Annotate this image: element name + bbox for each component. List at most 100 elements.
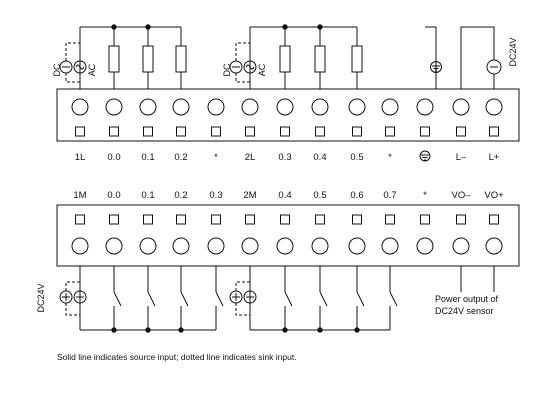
- top-terminal-label: L+: [489, 152, 500, 163]
- ground-connection: [425, 26, 442, 89]
- bottom-terminal-label: VO–: [451, 190, 471, 201]
- terminal-screw[interactable]: [241, 237, 259, 255]
- switch-icon: [215, 291, 224, 307]
- load-resistor-icon: [279, 45, 291, 73]
- switch-icon: [180, 291, 189, 307]
- terminal-indicator: [315, 126, 325, 137]
- switch-icon: [319, 291, 328, 307]
- terminal-indicator: [75, 214, 85, 225]
- bottom-terminal-label: 0.4: [278, 190, 291, 201]
- terminal-indicator: [176, 126, 186, 137]
- bottom-terminal-label: 2M: [243, 190, 256, 201]
- power-output-note-line: Power output of: [435, 294, 499, 304]
- bottom-terminal-label: 0.1: [141, 190, 154, 201]
- ground-icon: [430, 61, 442, 73]
- dc24v-label: DC24V: [36, 283, 46, 312]
- ac-source-icon: [243, 60, 257, 74]
- terminal-indicator: [352, 126, 362, 137]
- bottom-terminal-label: 0.3: [209, 190, 222, 201]
- top-terminal-label: 2L: [245, 152, 256, 163]
- ac-source-icon: [73, 60, 87, 74]
- bottom-terminal-label: 0.2: [174, 190, 187, 201]
- terminal-indicator: [385, 214, 395, 225]
- terminal-screw[interactable]: [172, 98, 190, 116]
- top-terminal-label: 0.3: [278, 152, 291, 163]
- terminal-indicator: [176, 214, 186, 225]
- terminal-screw[interactable]: [348, 237, 366, 255]
- terminal-screw[interactable]: [485, 98, 503, 116]
- terminal-screw[interactable]: [105, 237, 123, 255]
- bottom-terminal-label: 0.0: [107, 190, 120, 201]
- terminal-screw[interactable]: [241, 98, 259, 116]
- terminal-indicator: [385, 126, 395, 137]
- terminal-screw[interactable]: [276, 98, 294, 116]
- dc24v-label: DC24V: [508, 37, 518, 66]
- bottom-terminal-label: 0.7: [383, 190, 396, 201]
- top-terminal-block: [56, 88, 520, 142]
- terminal-screw[interactable]: [276, 237, 294, 255]
- terminal-indicator: [211, 214, 221, 225]
- load-resistor-icon: [314, 45, 326, 73]
- terminal-indicator: [143, 126, 153, 137]
- terminal-screw[interactable]: [452, 98, 470, 116]
- terminal-screw[interactable]: [311, 98, 329, 116]
- terminal-screw[interactable]: [172, 237, 190, 255]
- terminal-screw[interactable]: [348, 98, 366, 116]
- dc-source-icon: [229, 290, 243, 304]
- top-left-output-circuit: [59, 24, 187, 89]
- terminal-indicator: [211, 126, 221, 137]
- terminal-indicator: [315, 214, 325, 225]
- terminal-screw[interactable]: [207, 237, 225, 255]
- dc24v-supply-top: [460, 26, 502, 89]
- terminal-indicator: [280, 126, 290, 137]
- bottom-terminal-block: [56, 204, 520, 267]
- terminal-screw[interactable]: [485, 237, 503, 255]
- terminal-indicator: [456, 214, 466, 225]
- terminal-screw[interactable]: [416, 237, 434, 255]
- dc-label: DC: [222, 63, 232, 76]
- terminal-screw[interactable]: [105, 98, 123, 116]
- dc-source-icon: [486, 59, 502, 75]
- terminal-screw[interactable]: [139, 237, 157, 255]
- load-resistor-icon: [142, 45, 154, 73]
- terminal-screw[interactable]: [311, 237, 329, 255]
- terminal-screw[interactable]: [381, 237, 399, 255]
- bottom-middle-input-circuit: [229, 266, 398, 333]
- terminal-indicator: [352, 214, 362, 225]
- top-terminal-label: 1L: [75, 152, 86, 163]
- terminal-indicator: [280, 214, 290, 225]
- bottom-terminal-label: VO+: [484, 190, 504, 201]
- bottom-left-input-circuit: [59, 266, 224, 333]
- terminal-screw[interactable]: [381, 98, 399, 116]
- top-terminal-label: 0.5: [350, 152, 363, 163]
- load-resistor-icon: [351, 45, 363, 73]
- terminal-indicator: [143, 214, 153, 225]
- terminal-screw[interactable]: [452, 237, 470, 255]
- footnote: Solid line indicates source input; dotte…: [57, 352, 297, 362]
- bottom-terminal-label: 1M: [73, 190, 86, 201]
- dc-source-icon: [243, 290, 257, 304]
- sensor-power-output: [460, 266, 495, 292]
- terminal-indicator: [420, 214, 430, 225]
- switch-icon: [356, 291, 365, 307]
- switch-icon: [389, 291, 398, 307]
- terminal-indicator: [75, 126, 85, 137]
- bottom-terminal-label: 0.6: [350, 190, 363, 201]
- terminal-screw[interactable]: [416, 98, 434, 116]
- terminal-indicator: [420, 126, 430, 137]
- terminal-indicator: [245, 214, 255, 225]
- terminal-screw[interactable]: [207, 98, 225, 116]
- top-middle-output-circuit: [229, 24, 363, 89]
- switch-icon: [284, 291, 293, 307]
- top-terminal-label: 0.4: [313, 152, 326, 163]
- terminal-screw[interactable]: [71, 98, 89, 116]
- top-terminal-label: 0.2: [174, 152, 187, 163]
- terminal-screw[interactable]: [139, 98, 157, 116]
- terminal-screw[interactable]: [71, 237, 89, 255]
- terminal-indicator: [489, 214, 499, 225]
- bottom-terminal-label: 0.5: [313, 190, 326, 201]
- ground-icon: [419, 150, 431, 162]
- top-terminal-label: 0.0: [107, 152, 120, 163]
- load-resistor-icon: [108, 45, 120, 73]
